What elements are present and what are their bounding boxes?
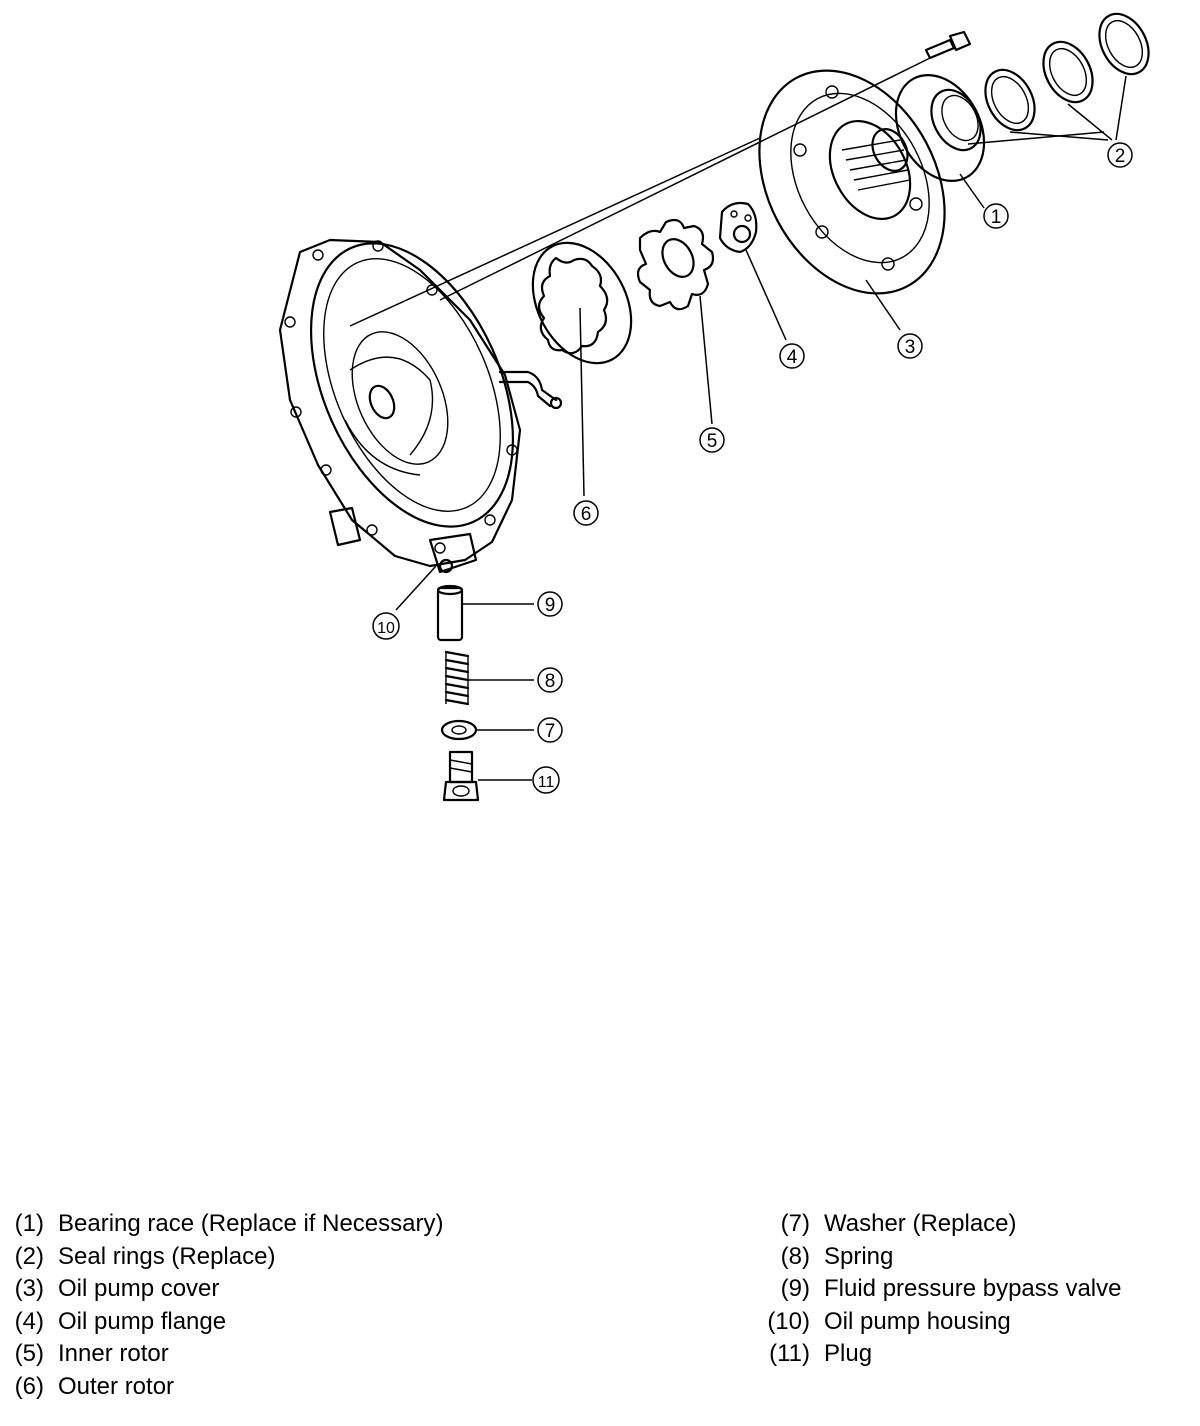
callout-8: 8: [537, 667, 563, 693]
callout-6: 6: [573, 500, 599, 526]
svg-text:8: 8: [545, 671, 556, 692]
callout-7: 7: [537, 717, 563, 743]
svg-text:2: 2: [1115, 146, 1126, 167]
legend-item-11: (11)Plug: [769, 1340, 873, 1367]
legend-right: (7)Washer (Replace) (8)Spring (9)Fluid p…: [758, 1208, 1121, 1371]
callout-1: 1: [983, 203, 1009, 229]
callout-10: 10: [372, 612, 400, 640]
legend-item-3: (3)Oil pump cover: [14, 1275, 220, 1302]
svg-text:3: 3: [905, 337, 916, 358]
svg-text:9: 9: [545, 595, 556, 616]
washer: [440, 719, 478, 741]
bolt: [924, 30, 972, 60]
legend-item-8: (8)Spring: [780, 1242, 894, 1270]
legend-item-9: (9)Fluid pressure bypass valve: [780, 1275, 1122, 1302]
callout-2: 2: [1107, 142, 1133, 168]
callout-11: 11: [532, 766, 560, 794]
spring: [444, 650, 470, 706]
outer-rotor: [531, 241, 633, 365]
svg-text:11: 11: [538, 774, 555, 791]
svg-text:4: 4: [787, 347, 798, 368]
legend-item-1: (1)Bearing race (Replace if Necessary): [14, 1210, 444, 1237]
legend-item-7: (7)Washer (Replace): [780, 1210, 1017, 1237]
svg-text:7: 7: [545, 721, 556, 742]
legend-item-2: (2)Seal rings (Replace): [14, 1242, 276, 1270]
oil-pump-cover: [758, 69, 946, 295]
seal-rings: [984, 12, 1150, 132]
leader-lines: [349, 57, 1127, 781]
plug: [442, 750, 480, 802]
oil-pump-housing: [278, 238, 563, 574]
legend-item-5: (5)Inner rotor: [14, 1340, 169, 1367]
bearing-race: [894, 74, 986, 182]
callout-5: 5: [699, 427, 725, 453]
legend-item-4: (4)Oil pump flange: [14, 1307, 227, 1335]
legend-item-10: (10)Oil pump housing: [767, 1307, 1011, 1335]
svg-text:1: 1: [991, 207, 1002, 228]
callout-3: 3: [897, 333, 923, 359]
legend-left: (1)Bearing race (Replace if Necessary) (…: [6, 1208, 444, 1403]
oil-pump-flange: [718, 201, 758, 254]
svg-text:10: 10: [377, 620, 395, 637]
callout-4: 4: [779, 343, 805, 369]
inner-rotor: [636, 218, 715, 311]
svg-text:6: 6: [581, 504, 592, 525]
legend-item-6: (6)Outer rotor: [14, 1372, 175, 1400]
svg-text:5: 5: [707, 431, 718, 452]
callout-9: 9: [537, 591, 563, 617]
fluid-pressure-bypass-valve: [436, 584, 464, 642]
